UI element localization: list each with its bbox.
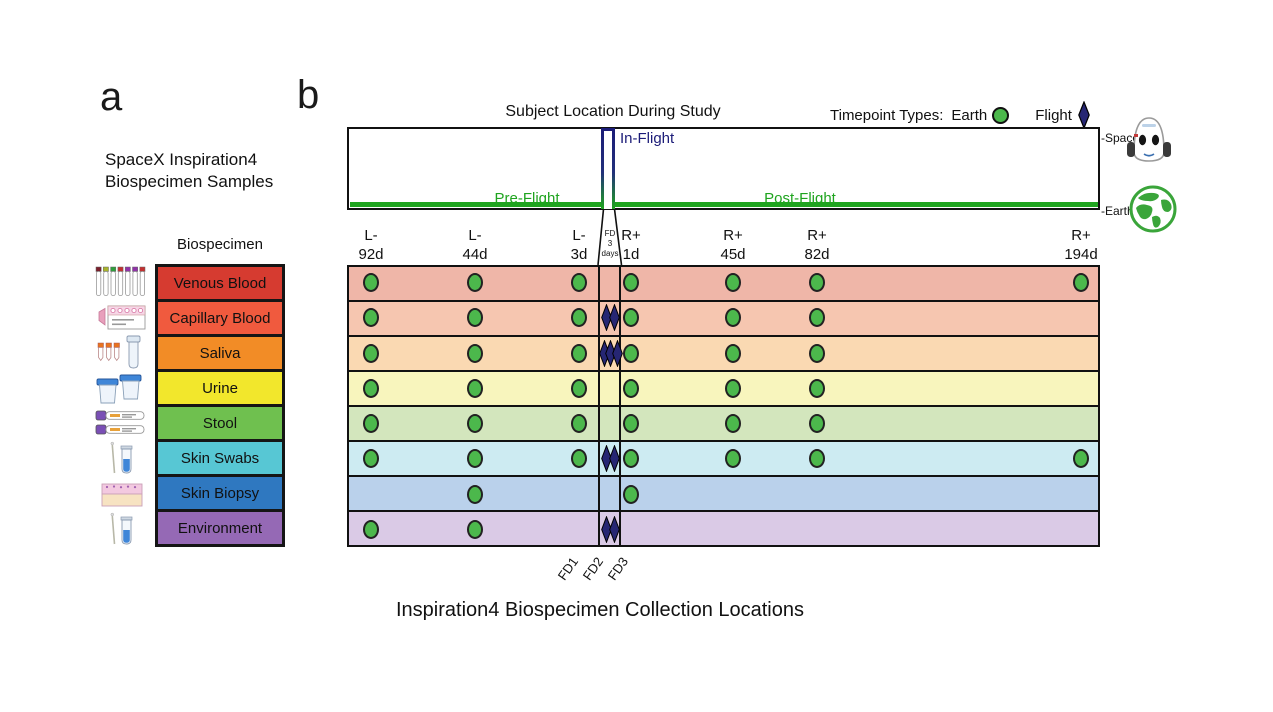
specimen-label-saliva: Saliva: [158, 334, 282, 369]
fd-header-line3: days: [601, 249, 619, 258]
urine-cups-icon: [90, 370, 152, 405]
flight-timepoint-icon: [1078, 101, 1090, 129]
grid-row-capillary-blood: [349, 300, 1098, 335]
in-flight-spike-inner: [604, 131, 612, 209]
specimen-label-stool: Stool: [158, 404, 282, 439]
grid-row-urine: [349, 370, 1098, 405]
grid-row-stool: [349, 405, 1098, 440]
earth-timeline-line: [350, 202, 1098, 207]
biospecimen-icon-column: [90, 264, 152, 547]
specimen-label-environment: Environment: [158, 509, 282, 544]
legend-earth-label: Earth: [951, 106, 988, 124]
col-header-Rplus45d: R+45d: [720, 227, 746, 263]
panel-a-title: SpaceX Inspiration4 Biospecimen Samples: [105, 149, 273, 193]
timepoint-legend: Timepoint Types: Earth Flight: [830, 101, 1090, 129]
earth-timepoint-icon: [992, 106, 1010, 124]
specimen-label-urine: Urine: [158, 369, 282, 404]
specimen-label-skin-swabs: Skin Swabs: [158, 439, 282, 474]
grid-row-skin-swabs: [349, 440, 1098, 475]
figure-caption: Inspiration4 Biospecimen Collection Loca…: [395, 599, 805, 621]
fd-day-label-fd1: FD1: [554, 554, 582, 583]
panel-a-title-line2: Biospecimen Samples: [105, 172, 274, 191]
earth-axis-label: -Earth: [1101, 204, 1134, 218]
in-flight-spike: [601, 128, 615, 209]
panel-a-label: a: [100, 75, 123, 119]
panel-b-title: Subject Location During Study: [505, 103, 721, 120]
in-flight-label: In-Flight: [620, 130, 675, 147]
space-axis-label: -Space: [1101, 131, 1140, 145]
panel-b-label: b: [297, 73, 320, 117]
grid-row-skin-biopsy: [349, 475, 1098, 510]
collection-grid: [347, 265, 1100, 547]
grid-row-saliva: [349, 335, 1098, 370]
environment-swab-icon: [90, 511, 152, 547]
fd-header-line2: 3: [607, 239, 613, 248]
col-header-Lminus92d: L-92d: [358, 227, 384, 263]
stool-kit-icon: [90, 405, 152, 440]
skin-biopsy-icon: [90, 476, 152, 511]
fd-day-label-fd2: FD2: [579, 554, 607, 583]
specimen-label-capillary-blood: Capillary Blood: [158, 299, 282, 334]
col-header-Lminus44d: L-44d: [462, 227, 488, 263]
legend-flight-label: Flight: [1035, 106, 1072, 124]
grid-row-environment: [349, 510, 1098, 545]
col-header-Rplus194d: R+194d: [1064, 227, 1098, 263]
post-flight-label: Post-Flight: [764, 190, 836, 207]
fd-funnel-lines: [597, 208, 623, 266]
biospecimen-table-header: Biospecimen: [177, 236, 263, 253]
pre-flight-label: Pre-Flight: [494, 190, 560, 207]
capillary-blood-card-icon: [90, 299, 152, 334]
earth-globe-icon: [1129, 185, 1177, 233]
subject-location-box: [347, 127, 1100, 210]
panel-a-title-line1: SpaceX Inspiration4: [105, 150, 258, 169]
col-header-Lminus3d: L-3d: [570, 227, 588, 263]
fd-column-header: FD 3 days: [602, 229, 619, 259]
venous-blood-tubes-icon: [90, 264, 152, 299]
fd-header-line1: FD: [604, 229, 616, 238]
specimen-label-skin-biopsy: Skin Biopsy: [158, 474, 282, 509]
col-header-Rplus1d: R+1d: [621, 227, 641, 263]
dragon-capsule-icon: [1127, 117, 1171, 162]
fd-day-label-fd3: FD3: [604, 554, 632, 583]
specimen-label-venous-blood: Venous Blood: [158, 267, 282, 299]
legend-title: Timepoint Types:: [830, 106, 944, 124]
skin-swab-tube-icon: [90, 440, 152, 476]
saliva-tubes-icon: [90, 334, 152, 370]
grid-row-venous-blood: [349, 267, 1098, 300]
col-header-Rplus82d: R+82d: [804, 227, 830, 263]
